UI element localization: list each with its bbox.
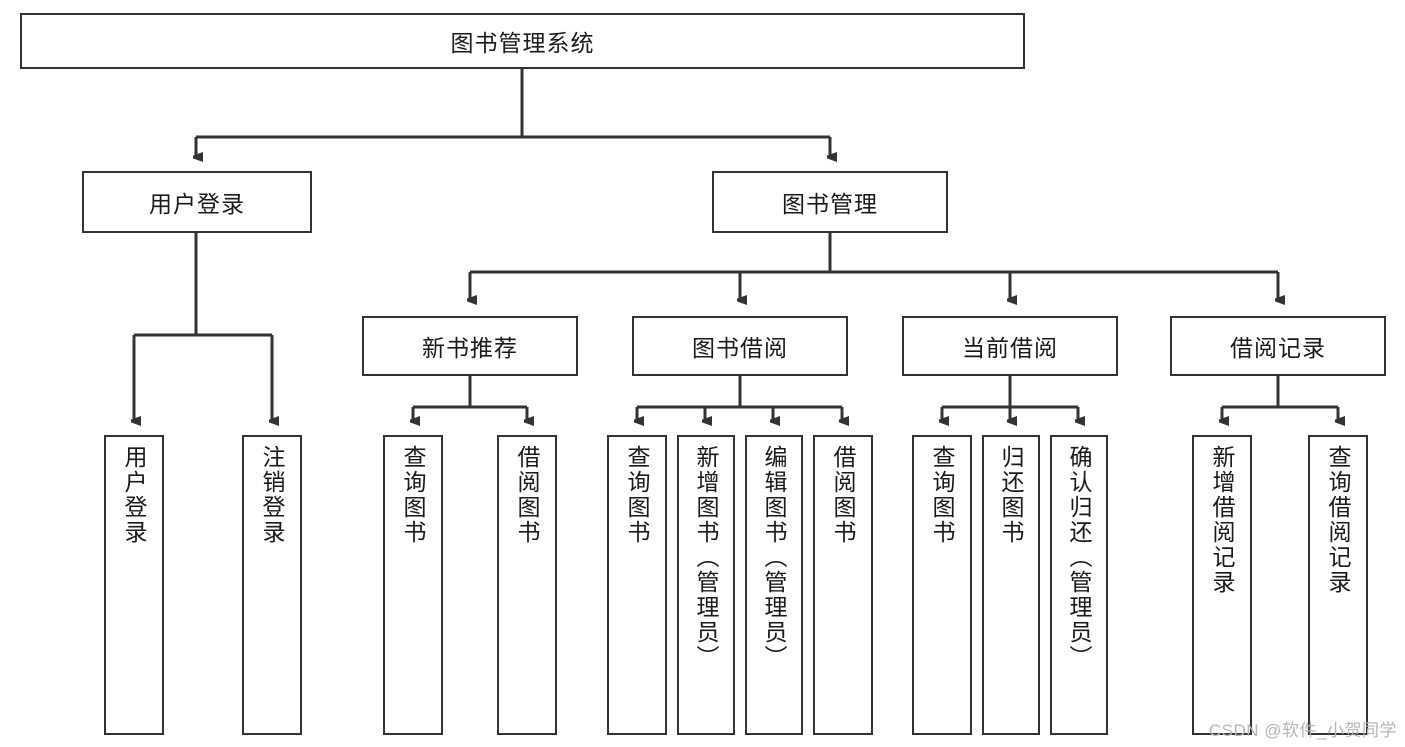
leaf-book-borrow-edit-book-admin[interactable]: 编辑图书（管理员） — [745, 435, 803, 735]
leaf-book-borrow-query-book[interactable]: 查询图书 — [607, 435, 667, 735]
leaf-label: 用户登录 — [121, 445, 148, 545]
node-label: 当前借阅 — [962, 335, 1058, 361]
leaf-new-book-query-book[interactable]: 查询图书 — [383, 435, 443, 735]
leaf-label: 新增借阅记录 — [1209, 445, 1236, 595]
node-label: 新书推荐 — [422, 335, 518, 361]
node-new-book-recommend[interactable]: 新书推荐 — [362, 316, 578, 376]
node-label: 图书借阅 — [692, 335, 788, 361]
leaf-current-borrow-query-book[interactable]: 查询图书 — [912, 435, 972, 735]
node-label: 用户登录 — [149, 191, 245, 217]
leaf-book-borrow-borrow-book[interactable]: 借阅图书 — [813, 435, 873, 735]
leaf-user-login-signout[interactable]: 注销登录 — [242, 435, 302, 735]
leaf-label: 查询图书 — [400, 445, 427, 545]
csdn-watermark: CSDN @软件_小贺同学 — [1208, 721, 1397, 740]
leaf-book-borrow-add-book-admin[interactable]: 新增图书（管理员） — [677, 435, 735, 735]
leaf-current-borrow-confirm-return-admin[interactable]: 确认归还（管理员） — [1050, 435, 1108, 735]
node-borrow-record[interactable]: 借阅记录 — [1170, 316, 1386, 376]
node-root-book-management-system[interactable]: 图书管理系统 — [20, 13, 1025, 69]
leaf-label: 查询图书 — [624, 445, 651, 545]
leaf-label: 编辑图书（管理员） — [761, 445, 788, 670]
leaf-borrow-record-query-record[interactable]: 查询借阅记录 — [1308, 435, 1368, 735]
leaf-label: 新增图书（管理员） — [693, 445, 720, 670]
leaf-label: 注销登录 — [259, 445, 286, 545]
node-user-login[interactable]: 用户登录 — [82, 171, 312, 233]
node-book-borrow[interactable]: 图书借阅 — [632, 316, 848, 376]
leaf-borrow-record-add-record[interactable]: 新增借阅记录 — [1192, 435, 1252, 735]
node-book-management[interactable]: 图书管理 — [712, 171, 948, 233]
leaf-label: 查询借阅记录 — [1325, 445, 1352, 595]
leaf-new-book-borrow-book[interactable]: 借阅图书 — [497, 435, 557, 735]
leaf-user-login-signin[interactable]: 用户登录 — [104, 435, 164, 735]
node-current-borrow[interactable]: 当前借阅 — [902, 316, 1118, 376]
node-label: 图书管理 — [782, 191, 878, 217]
node-label: 借阅记录 — [1230, 335, 1326, 361]
leaf-label: 借阅图书 — [514, 445, 541, 545]
node-label: 图书管理系统 — [450, 30, 595, 56]
leaf-label: 查询图书 — [929, 445, 956, 545]
leaf-label: 归还图书 — [998, 445, 1025, 545]
leaf-label: 确认归还（管理员） — [1066, 445, 1093, 670]
leaf-current-borrow-return-book[interactable]: 归还图书 — [982, 435, 1040, 735]
leaf-label: 借阅图书 — [830, 445, 857, 545]
